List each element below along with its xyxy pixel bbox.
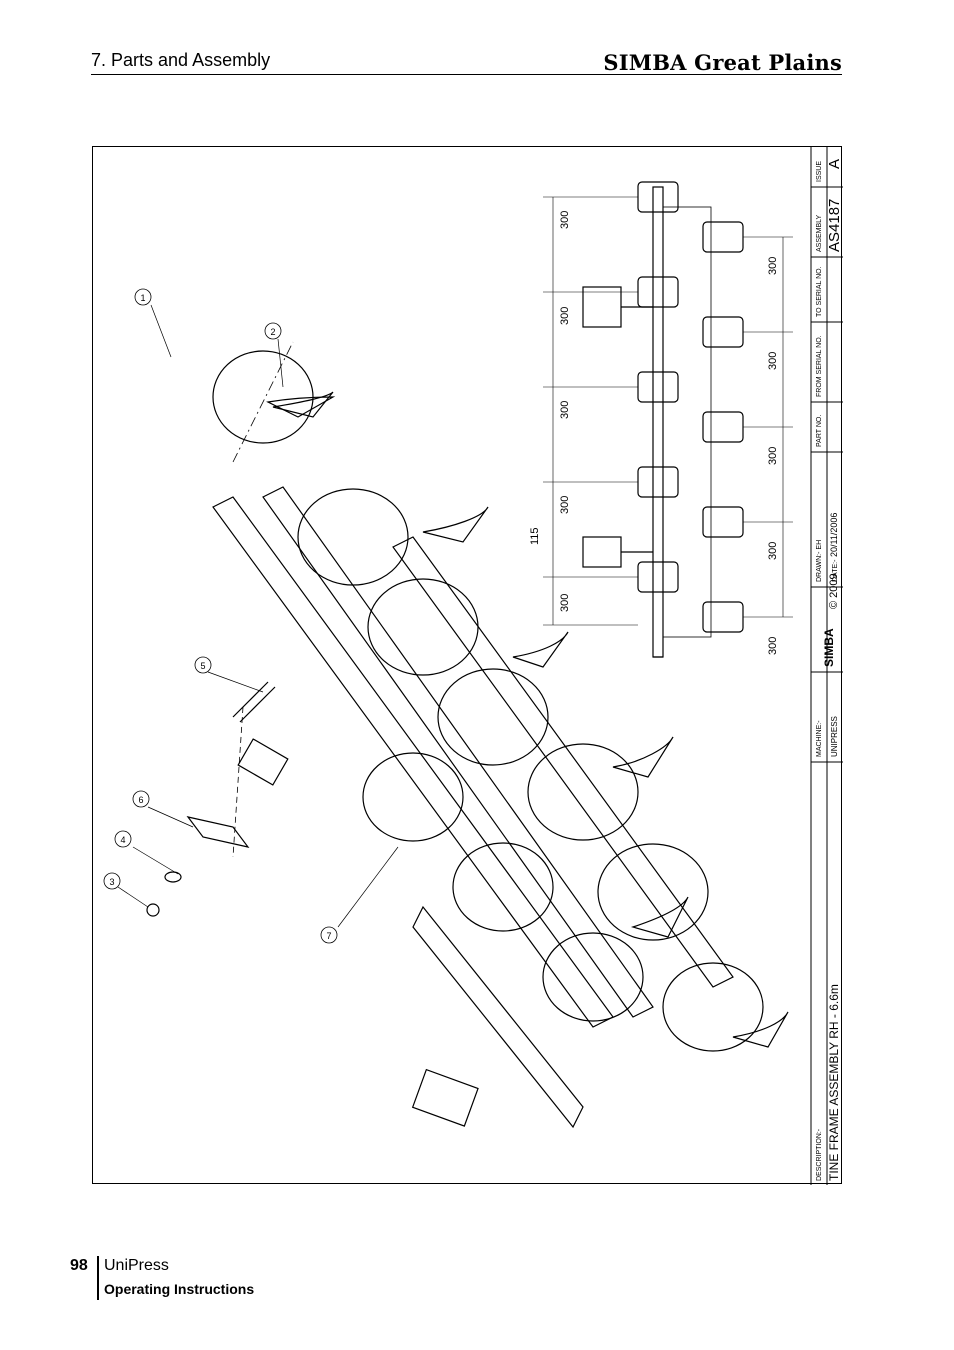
dim-top-3: 300 [559,401,571,419]
drawing-date: 20/11/2006 [829,513,839,557]
assembly-number: AS4187 [826,199,843,252]
machine-name: UNIPRESS [830,716,839,757]
dim-top-5: 300 [559,594,571,612]
balloon-7: 7 [320,926,338,944]
product-name: UniPress [104,1257,169,1274]
issue-label: ISSUE [816,161,823,182]
drawing-description: TINE FRAME ASSEMBLY RH - 6.6m [827,984,841,1181]
balloon-6: 6 [132,790,150,808]
svg-text:1: 1 [140,293,145,303]
assembly-drawing: DESCRIPTION:- TINE FRAME ASSEMBLY RH - 6… [92,146,843,1185]
section-title: 7. Parts and Assembly [91,50,271,70]
svg-text:7: 7 [326,931,331,941]
dim-bottom-2: 300 [767,352,779,370]
from-serial-label: FROM SERIAL NO. [816,335,823,397]
document-subtitle: Operating Instructions [104,1281,255,1297]
balloon-5: 5 [194,656,212,674]
dim-bottom-1: 300 [767,257,779,275]
svg-text:4: 4 [120,835,125,845]
header-rule [91,74,842,75]
copyright-text: © 2009 [828,573,840,609]
svg-text:2: 2 [270,327,275,337]
assembly-label: ASSEMBLY [816,214,823,252]
isometric-view [146,341,789,1129]
plan-view [582,181,744,658]
dim-bottom-4: 300 [767,542,779,560]
svg-text:6: 6 [138,795,143,805]
dim-top-2: 300 [559,307,571,325]
page-number: 98 [70,1257,88,1274]
machine-label: MACHINE:- [816,720,823,757]
to-serial-label: TO SERIAL NO. [816,266,823,317]
drawing-canvas: DESCRIPTION:- TINE FRAME ASSEMBLY RH - 6… [103,147,843,1185]
footer-divider [97,1256,99,1300]
balloon-1: 1 [134,288,152,306]
dim-bottom-5: 300 [767,637,779,655]
title-block [810,147,843,1185]
brand-logo: SIMBA Great Plains [603,50,842,75]
description-label: DESCRIPTION:- [816,1128,823,1181]
balloon-2: 2 [264,322,282,340]
svg-text:5: 5 [200,661,205,671]
issue-letter: A [826,159,843,169]
dim-top-1: 300 [559,211,571,229]
svg-text:3: 3 [109,877,114,887]
balloon-3: 3 [103,872,121,890]
dimension-lines [543,196,793,626]
simba-stamp: SIMBA [822,628,836,667]
date-label: DATE:- [832,559,839,582]
part-no-label: PART NO. [816,415,823,447]
dim-top-4: 300 [559,496,571,514]
dim-bottom-3: 300 [767,447,779,465]
drawn-by: DRAWN:- EH [816,540,823,582]
leader-lines [117,304,399,928]
dim-offset: 115 [529,527,541,545]
balloon-4: 4 [114,830,132,848]
